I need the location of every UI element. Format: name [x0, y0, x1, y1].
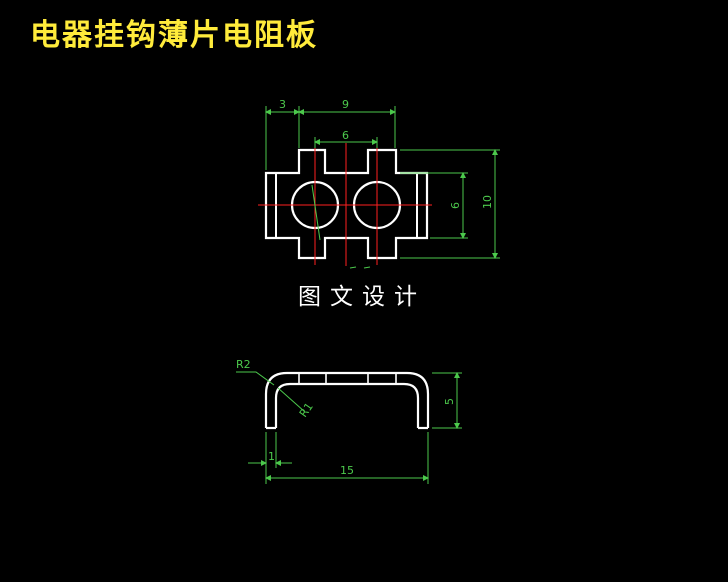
top-view: 3 9 6 6 10: [258, 98, 500, 269]
dim-slot-width: 6: [342, 129, 349, 142]
side-view-dimension-lines: [236, 371, 462, 484]
caption: 图文设计: [298, 284, 426, 310]
dim-overall-length: 9: [342, 98, 349, 111]
dim-overall-height: 10: [481, 195, 494, 209]
dim-hole-height: 6: [449, 202, 462, 209]
top-view-outline: [264, 148, 429, 260]
dim-thickness: 1: [268, 450, 275, 463]
dim-inner-radius: R1: [297, 400, 316, 419]
top-view-dimension-lines: [265, 106, 500, 269]
side-view-inner-outline: [274, 382, 420, 428]
side-view: R2 R1 5 1 15: [236, 358, 462, 484]
dim-left-offset: 3: [279, 98, 286, 111]
dim-height: 5: [443, 398, 456, 405]
drawing-title: 电器挂钩薄片电阻板: [30, 18, 318, 53]
dim-side-overall-length: 15: [340, 464, 354, 477]
centerlines: [258, 143, 432, 266]
dim-outer-radius: R2: [236, 358, 251, 371]
side-view-segment-lines: [298, 373, 397, 384]
side-view-outer-outline: [264, 371, 430, 428]
